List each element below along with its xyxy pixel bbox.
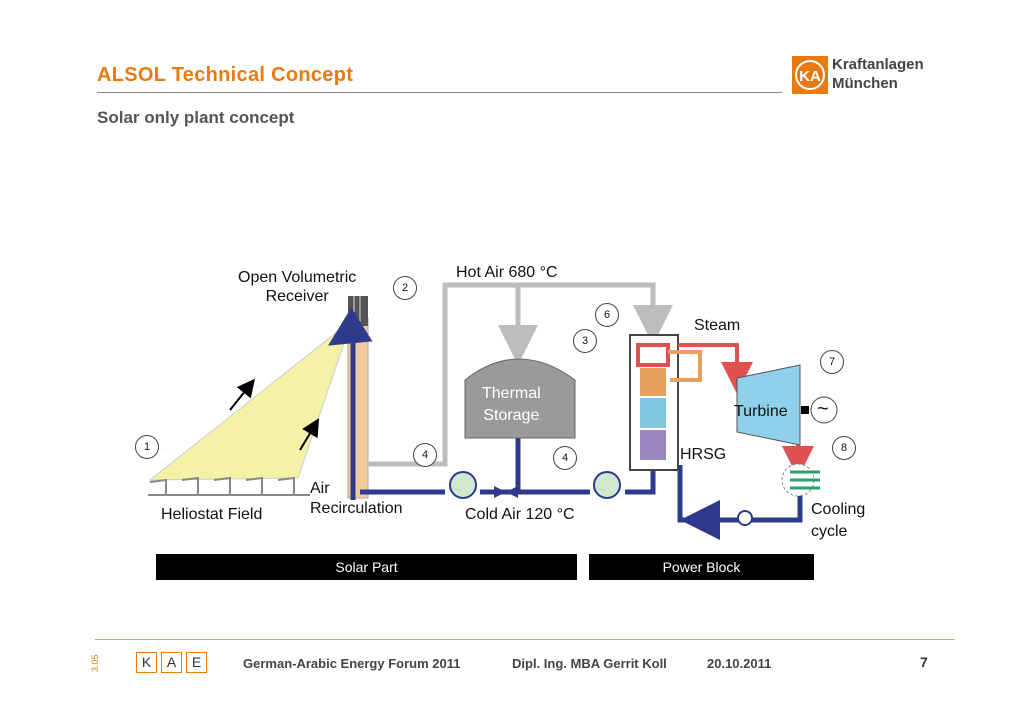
- label-turbine: Turbine: [734, 403, 788, 420]
- marker-4a: 4: [413, 443, 437, 467]
- marker-1: 1: [135, 435, 159, 459]
- footer-date: 20.10.2011: [707, 656, 772, 671]
- sunlight-beam: [148, 318, 354, 481]
- marker-4b: 4: [553, 446, 577, 470]
- kae-letter-e: E: [186, 652, 207, 673]
- slide-title: ALSOL Technical Concept: [97, 64, 354, 86]
- logo-line-1: Kraftanlagen: [832, 56, 924, 73]
- logo-text: Kraftanlagen München: [832, 55, 924, 93]
- sun-ray-arrow-1: [229, 378, 255, 411]
- ka-logo-icon: KA: [792, 56, 828, 94]
- sun-ray-arrow-2: [299, 418, 320, 451]
- blower-1-icon: [449, 471, 477, 499]
- valve-icon: [494, 486, 506, 498]
- label-heliostat-field: Heliostat Field: [161, 506, 263, 523]
- slide-subtitle: Solar only plant concept: [97, 108, 295, 127]
- label-hot-air: Hot Air 680 °C: [456, 264, 558, 281]
- marker-3: 3: [573, 329, 597, 353]
- marker-2: 2: [393, 276, 417, 300]
- label-receiver-text: Open Volumetric Receiver: [238, 269, 357, 305]
- label-generator: ~: [817, 398, 829, 420]
- label-thermal-storage: Thermal Storage: [482, 385, 541, 424]
- cooling-pump-icon: [737, 510, 753, 526]
- footer-vertical-code: 3.05: [90, 654, 100, 672]
- footer-rule: [95, 639, 955, 640]
- heliostat-mirrors: [148, 476, 310, 496]
- kae-letter-a: A: [161, 652, 182, 673]
- footer-author: Dipl. Ing. MBA Gerrit Koll: [512, 656, 667, 671]
- logo-line-2: München: [832, 75, 898, 92]
- generator-icon: [810, 396, 838, 424]
- label-receiver: Open Volumetric Receiver: [238, 268, 356, 306]
- svg-text:KA: KA: [799, 68, 821, 85]
- label-air-recirculation: Air Recirculation: [310, 480, 403, 517]
- kraftanlagen-logo: KA: [790, 52, 940, 98]
- kae-letter-k: K: [136, 652, 157, 673]
- label-steam: Steam: [694, 317, 741, 334]
- turbine-icon: [736, 364, 801, 446]
- marker-8: 8: [832, 436, 856, 460]
- marker-6: 6: [595, 303, 619, 327]
- power-block-bar: Power Block: [589, 554, 814, 580]
- solar-part-bar: Solar Part: [156, 554, 577, 580]
- label-cold-air: Cold Air 120 °C: [465, 506, 575, 523]
- marker-7: 7: [820, 350, 844, 374]
- label-hrsg: HRSG: [680, 446, 727, 463]
- title-underline: [97, 92, 782, 93]
- label-cooling-cycle: Cooling cycle: [811, 501, 866, 540]
- footer-event: German-Arabic Energy Forum 2011: [243, 656, 461, 671]
- thermal-storage-tank: [464, 358, 576, 439]
- page-number: 7: [920, 654, 928, 670]
- blower-2-icon: [593, 471, 621, 499]
